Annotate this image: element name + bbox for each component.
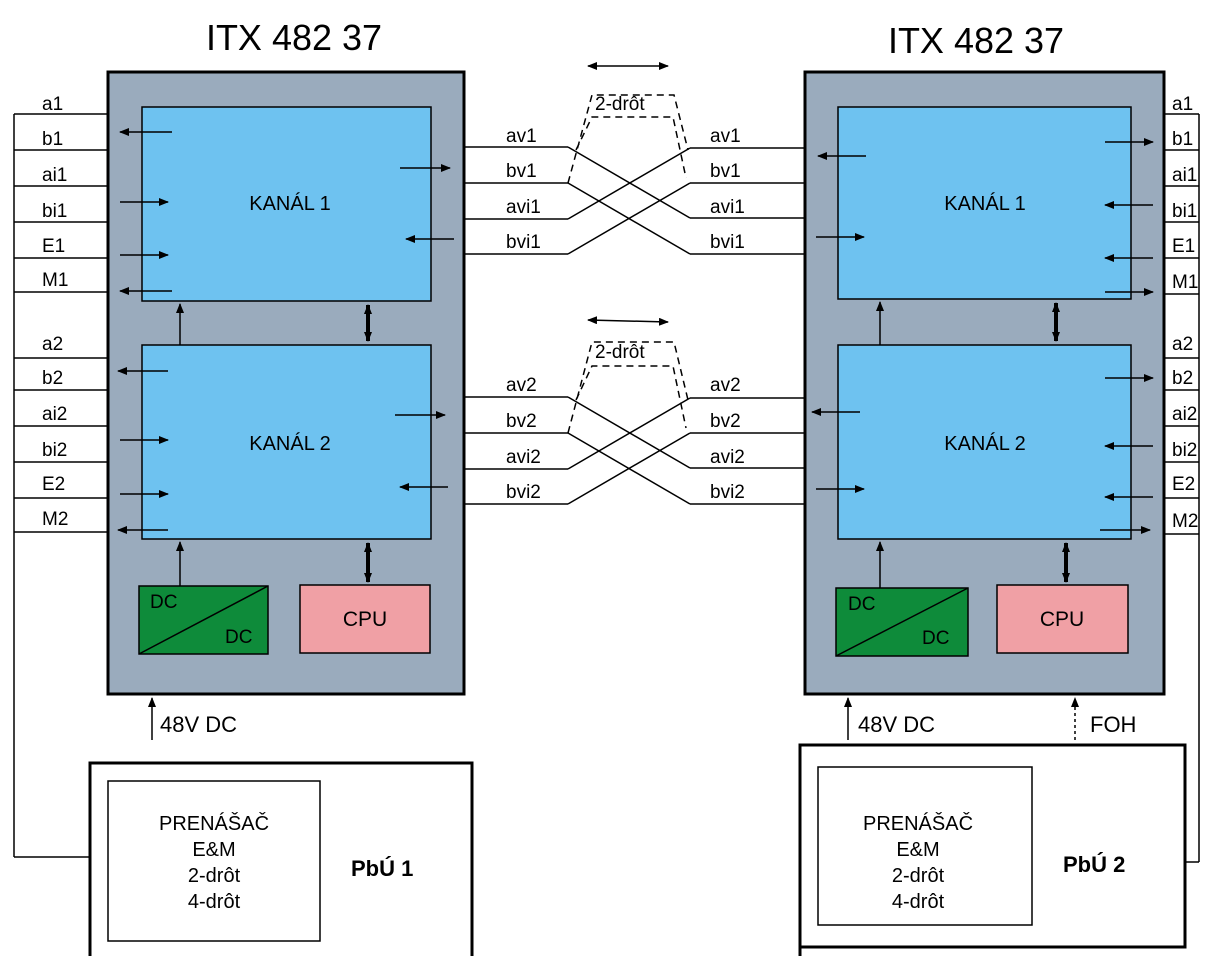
right-port-a1: a1	[1172, 94, 1193, 115]
right-port-ai2: ai2	[1172, 404, 1197, 425]
right-port-b1: b1	[1172, 129, 1193, 150]
left-port-E1: E1	[42, 236, 65, 257]
right-pbu-line-4: 4-drôt	[892, 891, 945, 913]
left-dc-bottom-label: DC	[225, 627, 252, 648]
left-port-b2: b2	[42, 368, 63, 389]
left-dc-converter: DC DC	[138, 585, 269, 655]
link-2-direction-arrow	[587, 316, 669, 326]
link-2-two-wire-label: 2-drôt	[595, 342, 645, 363]
left-channel-2-block	[141, 344, 432, 540]
left-pbu-name: PbÚ 1	[351, 856, 413, 881]
left-port-ai2: ai2	[42, 404, 67, 425]
left-port-bi2: bi2	[42, 440, 67, 461]
right-port-labels: a1 b1 ai1 bi1 E1 M1 a2 b2 ai2 bi2 E2 M2	[1172, 94, 1198, 532]
left-channel-2-label: KANÁL 2	[249, 432, 331, 455]
right-dc-converter: DC DC	[835, 587, 969, 657]
right-foh-label: FOH	[1090, 712, 1136, 737]
left-channel-1-block	[141, 106, 432, 302]
right-port-b2: b2	[1172, 368, 1193, 389]
left-cpu-label: CPU	[343, 608, 387, 631]
left-pbu-exchange: PRENÁŠAČ E&M 2-drôt 4-drôt PbÚ 1	[88, 761, 474, 956]
link-2-right-avi: avi2	[710, 447, 745, 468]
link-1-two-wire-bracket	[567, 94, 689, 184]
link-2: 2-drôt av2 bv2 avi2 bvi2 av2 bv2 avi2 bv…	[464, 316, 805, 505]
right-port-a2: a2	[1172, 334, 1193, 355]
right-pbu-line-1: PRENÁŠAČ	[863, 812, 973, 835]
right-port-bi2: bi2	[1172, 440, 1197, 461]
left-cpu-block: CPU	[299, 584, 431, 654]
left-port-lines	[13, 113, 108, 858]
left-unit-title: ITX 482 37	[206, 17, 382, 58]
link-1-right-avi: avi1	[710, 197, 745, 218]
left-pbu-line-4: 4-drôt	[188, 891, 241, 913]
right-pbu-transmitter-box	[817, 766, 1033, 926]
left-signal-arrows	[117, 128, 454, 534]
left-port-E2: E2	[42, 474, 65, 495]
left-port-a2: a2	[42, 334, 63, 355]
right-dc-top-label: DC	[848, 594, 875, 615]
right-channel-1-block	[837, 106, 1132, 300]
left-power-label: 48V DC	[160, 712, 237, 737]
left-port-a1: a1	[42, 94, 63, 115]
right-power-label: 48V DC	[858, 712, 935, 737]
right-cpu-label: CPU	[1040, 608, 1084, 631]
left-port-b1: b1	[42, 129, 63, 150]
left-unit: ITX 482 37 KANÁL 1 KANÁL 2 DC DC CPU 48V…	[106, 17, 466, 740]
right-port-E2: E2	[1172, 474, 1195, 495]
right-pbu-line-3: 2-drôt	[892, 865, 945, 887]
left-port-M2: M2	[42, 509, 68, 530]
right-cpu-block: CPU	[996, 584, 1129, 654]
link-1: 2-drôt av1 bv1 avi1 bvi1 av1 bv1 avi1 bv…	[464, 62, 805, 255]
right-signal-arrows	[811, 138, 1154, 534]
right-pbu-name: PbÚ 2	[1063, 852, 1125, 877]
left-dc-top-label: DC	[150, 592, 177, 613]
right-dc-bottom-label: DC	[922, 628, 949, 649]
left-port-M1: M1	[42, 270, 68, 291]
link-1-two-wire-label: 2-drôt	[595, 94, 645, 115]
link-2-left-bv: bv2	[506, 411, 537, 432]
link-2-right-av: av2	[710, 375, 741, 396]
link-2-right-bv: bv2	[710, 411, 741, 432]
right-port-lines	[1164, 113, 1200, 863]
link-1-right-bv: bv1	[710, 161, 741, 182]
link-1-left-bvi: bvi1	[506, 232, 541, 253]
link-2-left-av: av2	[506, 375, 537, 396]
link-1-left-av: av1	[506, 126, 537, 147]
left-pbu-line-2: E&M	[192, 839, 235, 861]
link-2-right-bvi: bvi2	[710, 482, 745, 503]
left-pbu-line-1: PRENÁŠAČ	[159, 812, 269, 835]
link-1-right-av: av1	[710, 126, 741, 147]
right-channel-1-label: KANÁL 1	[944, 192, 1026, 215]
left-pbu-line-3: 2-drôt	[188, 865, 241, 887]
left-port-ai1: ai1	[42, 165, 67, 186]
right-unit: ITX 482 37 KANÁL 1 KANÁL 2 DC DC CPU 48V…	[803, 20, 1166, 740]
link-2-left-bvi: bvi2	[506, 482, 541, 503]
link-2-left-avi: avi2	[506, 447, 541, 468]
link-2-two-wire-bracket	[567, 341, 689, 434]
right-pbu-exchange: PRENÁŠAČ E&M 2-drôt 4-drôt PbÚ 2	[798, 743, 1187, 956]
link-1-left-bv: bv1	[506, 161, 537, 182]
right-port-ai1: ai1	[1172, 165, 1197, 186]
right-port-E1: E1	[1172, 236, 1195, 257]
link-1-left-avi: avi1	[506, 197, 541, 218]
left-port-labels: a1 b1 ai1 bi1 E1 M1 a2 b2 ai2 bi2 E2 M2	[42, 94, 68, 530]
right-port-bi1: bi1	[1172, 201, 1197, 222]
right-channel-2-label: KANÁL 2	[944, 432, 1026, 455]
right-pbu-line-2: E&M	[896, 839, 939, 861]
right-channel-2-block	[837, 344, 1132, 540]
left-channel-1-label: KANÁL 1	[249, 192, 331, 215]
left-port-bi1: bi1	[42, 201, 67, 222]
right-port-M2: M2	[1172, 511, 1198, 532]
right-port-M1: M1	[1172, 272, 1198, 293]
left-pbu-transmitter-box	[107, 780, 321, 942]
link-1-right-bvi: bvi1	[710, 232, 745, 253]
right-unit-title: ITX 482 37	[888, 20, 1064, 61]
